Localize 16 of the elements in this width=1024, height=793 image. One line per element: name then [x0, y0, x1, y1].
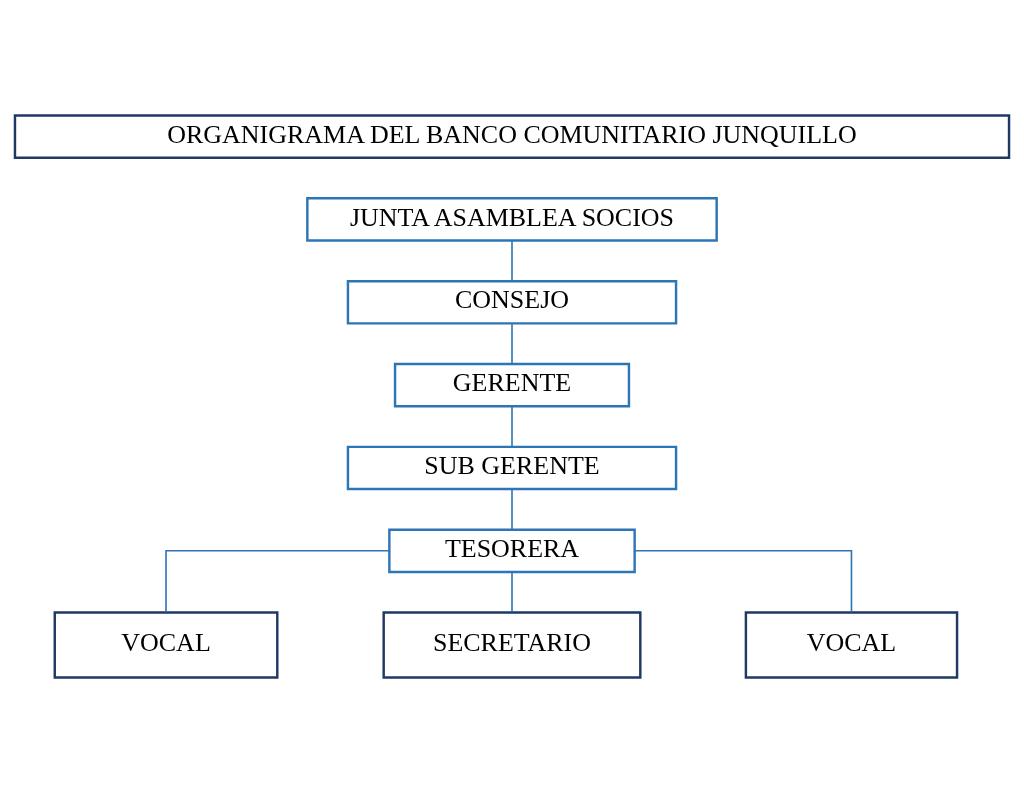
node-box: SECRETARIO: [382, 611, 642, 679]
connector: [511, 405, 513, 448]
node-box: TESORERA: [388, 528, 636, 574]
connector: [511, 322, 513, 365]
node-box: VOCAL: [744, 611, 959, 679]
connector: [511, 571, 513, 613]
connector: [511, 488, 513, 531]
node-box: CONSEJO: [346, 279, 678, 325]
connector: [511, 239, 513, 282]
connector: [165, 550, 390, 613]
node-box: ORGANIGRAMA DEL BANCO COMUNITARIO JUNQUILLO: [13, 114, 1011, 159]
node-box: GERENTE: [393, 362, 631, 408]
connector: [634, 550, 853, 613]
node-box: SUB GERENTE: [346, 445, 678, 491]
node-box: JUNTA ASAMBLEA SOCIOS: [306, 197, 718, 242]
node-box: VOCAL: [53, 611, 279, 679]
